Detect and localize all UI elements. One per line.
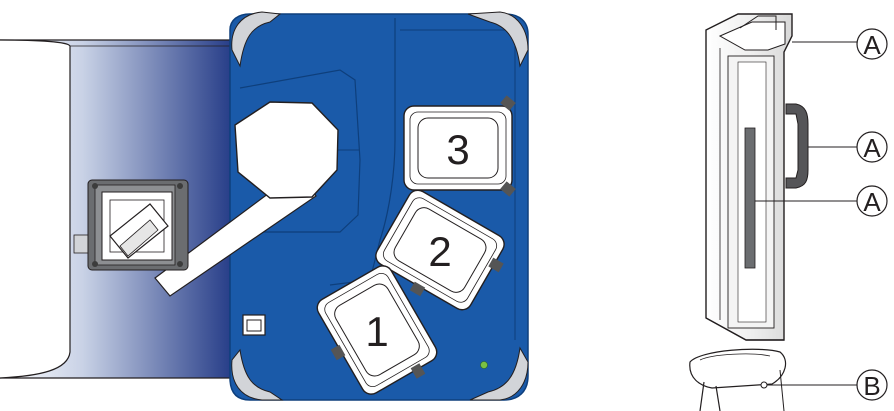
callout-a-top: A [857, 29, 887, 60]
usb-port-icon [243, 315, 265, 335]
callout-letter: A [863, 133, 881, 163]
callout-a-middle: A [857, 132, 887, 163]
rack-slot [745, 128, 755, 268]
instrument-top-view: 3 2 1 [0, 12, 528, 409]
plate-number-label: 1 [365, 308, 388, 355]
callout-a-bottom: A [857, 186, 887, 217]
gripper-plate-holder [74, 180, 188, 270]
plate-rack [690, 14, 808, 411]
plate-3: 3 [404, 95, 516, 196]
callout-letter: A [863, 187, 881, 217]
callout-b: B [857, 370, 887, 401]
status-led [481, 362, 488, 369]
plate-number-label: 3 [446, 126, 469, 173]
callout-letter: A [863, 30, 881, 60]
callout-letter: B [863, 371, 880, 401]
rack-base [690, 349, 786, 411]
plate-number-label: 2 [428, 228, 451, 275]
rack-handle [786, 104, 808, 188]
